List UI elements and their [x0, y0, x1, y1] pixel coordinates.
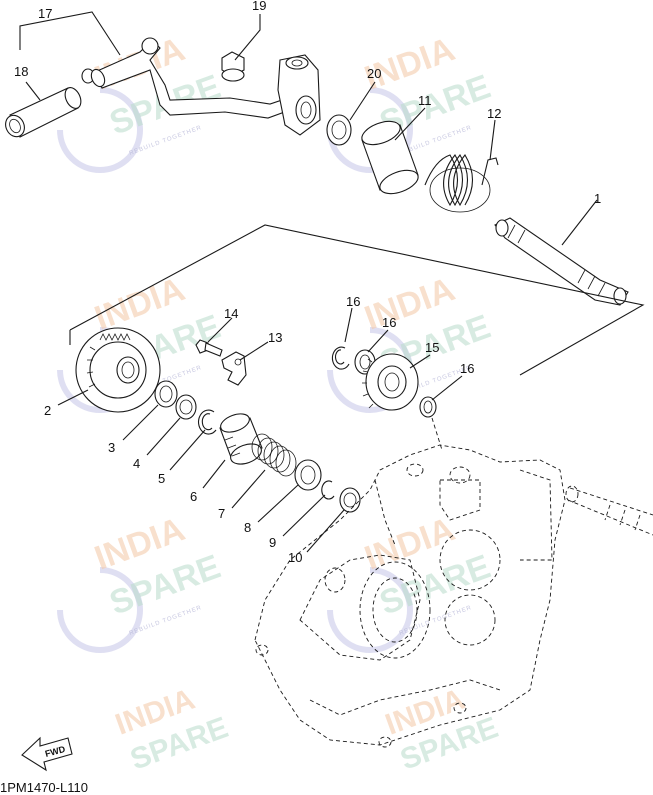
label-9: 9 — [269, 535, 276, 550]
leader-21 — [349, 81, 376, 121]
label-6: 6 — [190, 489, 197, 504]
leader-11 — [394, 107, 426, 141]
part-kick-boss — [277, 54, 321, 136]
label-12: 12 — [487, 106, 501, 121]
leader-19 — [25, 81, 41, 101]
part-7-spring — [251, 433, 297, 477]
part-11-collar — [361, 120, 419, 195]
assembly-frame — [69, 224, 645, 376]
label-17: 16 — [346, 294, 360, 309]
label-15: 15 — [425, 340, 439, 355]
label-13: 13 — [268, 330, 282, 345]
part-2-idler-gear — [75, 327, 161, 413]
part-21-oil-seal — [326, 114, 352, 146]
leader-16a — [367, 329, 389, 353]
leader-8 — [257, 484, 299, 523]
label-5: 5 — [158, 471, 165, 486]
watermark-logo: INDIA SPARE — [381, 683, 502, 777]
label-21: 20 — [367, 66, 381, 81]
label-20: 19 — [252, 0, 266, 13]
part-20-bolt — [221, 51, 245, 82]
leader-16b — [431, 375, 463, 401]
label-8: 8 — [244, 520, 251, 535]
part-17-circlip — [331, 346, 350, 370]
label-11: 11 — [418, 93, 432, 108]
part-5-circlip — [197, 409, 217, 435]
fwd-arrow: FWD — [21, 736, 73, 772]
leader-1 — [561, 199, 598, 246]
leader-3 — [122, 404, 159, 441]
diagram-code: 1PM1470-L110 — [0, 780, 88, 795]
label-1: 1 — [594, 191, 601, 206]
leader-7 — [231, 469, 266, 509]
watermark-logo: INDIA SPARE — [111, 683, 232, 777]
label-2: 2 — [44, 403, 51, 418]
part-19-kick-grip — [5, 87, 82, 138]
leader-17 — [344, 307, 353, 343]
part-12-hook — [481, 157, 499, 186]
part-torsion-spring — [424, 154, 491, 213]
part-9-circlip — [321, 480, 335, 500]
label-18: 17 — [38, 6, 52, 21]
part-15-gear — [362, 353, 419, 411]
leader-18 — [19, 11, 121, 56]
leader-12 — [489, 119, 496, 161]
label-19: 18 — [14, 64, 28, 79]
part-1-kick-axle — [494, 217, 629, 306]
leader-13 — [239, 341, 269, 361]
part-13-plate — [221, 351, 247, 386]
part-8-washer — [294, 459, 322, 491]
part-3-washer — [154, 380, 178, 408]
crankcase — [254, 444, 566, 748]
watermark-logo: INDIA SPARE REBUILD TOGETHER — [327, 30, 495, 173]
leader-2 — [57, 389, 89, 406]
leader-15 — [409, 354, 431, 369]
label-7: 7 — [218, 506, 225, 521]
label-10: 10 — [288, 550, 302, 565]
leader-5 — [169, 429, 206, 471]
part-10-washer — [339, 487, 361, 513]
part-14-bolt — [195, 339, 223, 357]
part-16-washer-lower — [419, 396, 437, 418]
leader-20 — [234, 14, 261, 61]
label-4: 4 — [133, 456, 140, 471]
part-18-kick-lever — [90, 37, 291, 119]
label-16-lower: 16 — [460, 361, 474, 376]
leader-shaft-dash — [431, 417, 443, 451]
leader-9 — [282, 494, 326, 537]
leader-4 — [146, 417, 181, 456]
part-labels: 17 18 19 20 11 12 1 14 13 16 16 15 16 2 … — [14, 0, 601, 565]
label-3: 3 — [108, 440, 115, 455]
part-output-shaft — [565, 485, 653, 536]
label-14: 14 — [224, 306, 238, 321]
label-16-upper: 16 — [382, 315, 396, 330]
part-4-washer — [175, 394, 197, 420]
leader-6 — [202, 459, 226, 489]
leader-14 — [207, 317, 233, 343]
part-6-ratchet — [219, 413, 263, 465]
watermark-logo: INDIA SPARE REBUILD TOGETHER — [57, 510, 225, 653]
leader-10 — [306, 509, 345, 553]
